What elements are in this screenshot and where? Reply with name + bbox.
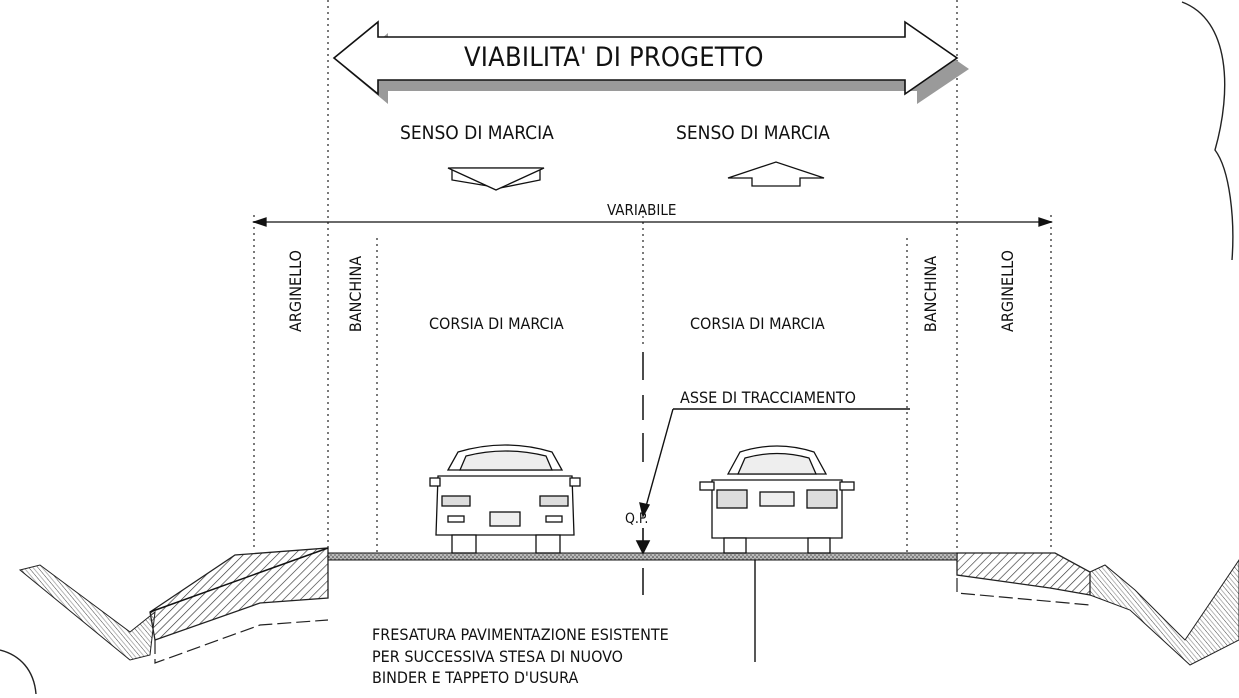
- right-lane-label: CORSIA DI MARCIA: [690, 314, 825, 333]
- left-embankment-label: ARGINELLO: [286, 250, 305, 332]
- width-dimension-line: [251, 217, 1054, 227]
- car-rear-view: [699, 445, 855, 554]
- direction-label-left: SENSO DI MARCIA: [400, 122, 554, 144]
- project-road-arrow: [332, 20, 969, 104]
- axis-leader-line: [639, 408, 910, 518]
- milling-note: FRESATURA PAVIMENTAZIONE ESISTENTE PER S…: [372, 625, 669, 688]
- direction-arrow-up: [727, 161, 825, 187]
- reference-lines: [253, 0, 1052, 553]
- axis-label: ASSE DI TRACCIAMENTO: [680, 388, 856, 407]
- left-embankment-section: [18, 547, 329, 664]
- revision-cloud-right: [1181, 1, 1234, 261]
- car-front-view: [429, 444, 581, 554]
- right-embankment-label: ARGINELLO: [998, 250, 1017, 332]
- right-embankment-section: [956, 552, 1239, 666]
- direction-arrow-down: [447, 167, 545, 191]
- width-dimension-label: VARIABILE: [607, 201, 677, 219]
- pavement-layer: [327, 552, 958, 561]
- elevation-mark-label: Q.P.: [625, 511, 649, 527]
- left-lane-label: CORSIA DI MARCIA: [429, 314, 564, 333]
- elevation-arrow: [635, 528, 651, 555]
- project-road-title: VIABILITA' DI PROGETTO: [464, 42, 764, 73]
- revision-cloud-left: [0, 649, 37, 695]
- direction-label-right: SENSO DI MARCIA: [676, 122, 830, 144]
- left-shoulder-label: BANCHINA: [346, 255, 365, 333]
- right-shoulder-label: BANCHINA: [921, 255, 940, 333]
